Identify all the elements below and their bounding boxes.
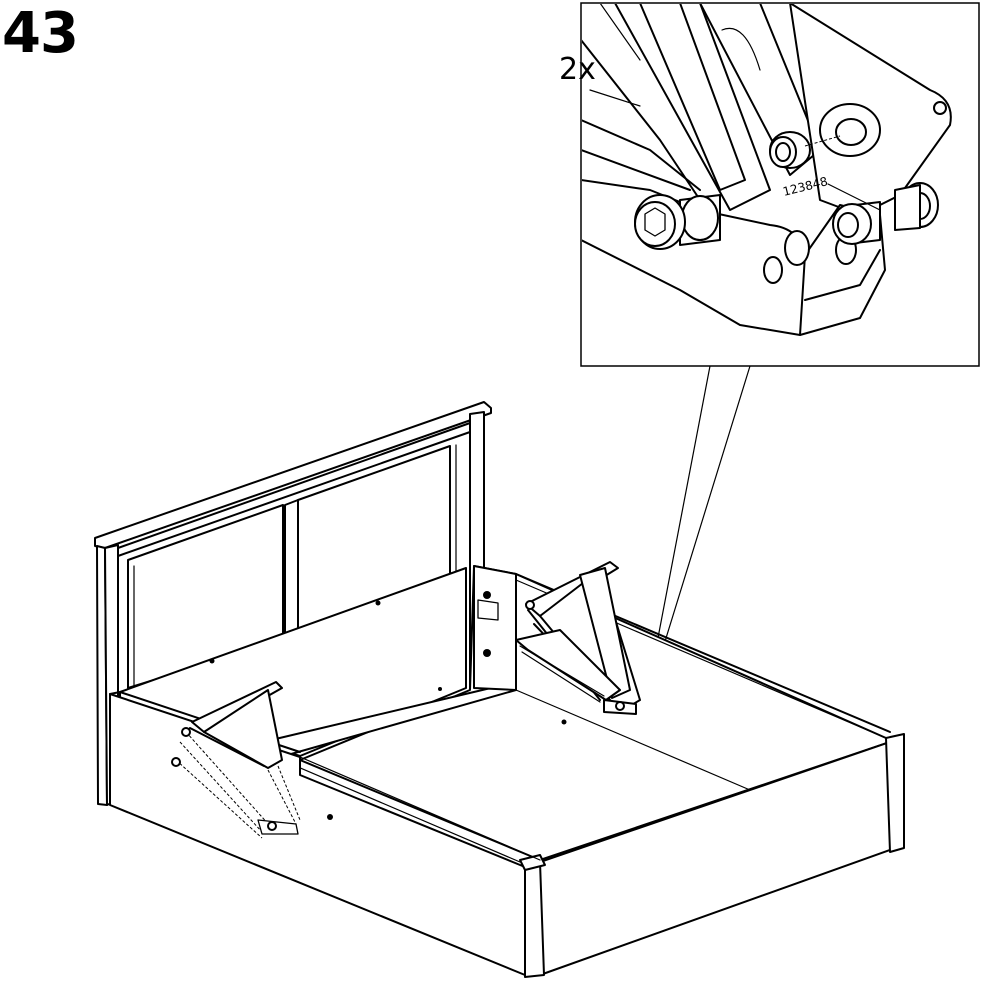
- lift-mechanism-left: [171, 681, 301, 839]
- bed-frame: [94, 401, 905, 978]
- step-number: 43: [2, 1, 79, 66]
- quantity-label: 2x: [559, 52, 596, 87]
- callout-pointer-right: [649, 365, 751, 691]
- lift-mechanism-right: [515, 561, 641, 725]
- headboard-cap: [94, 401, 492, 549]
- detail-callout: 123848 2x: [559, 2, 980, 691]
